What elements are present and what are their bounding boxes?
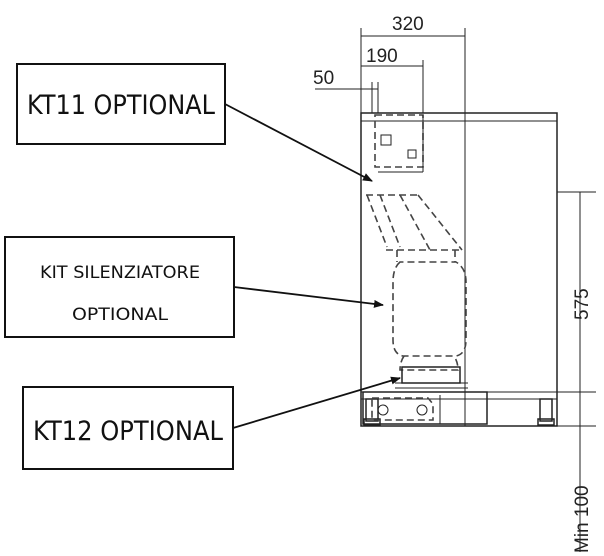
label-kt11: KT11 OPTIONAL	[16, 63, 226, 145]
silencer-kit-outline	[366, 194, 467, 371]
dimension-320	[360, 28, 466, 113]
leader-kt12	[232, 376, 401, 429]
dimension-min100	[557, 392, 596, 552]
dimension-50	[315, 82, 379, 113]
dimension-575-label: 575	[572, 288, 593, 320]
label-kit-line1: KIT SILENZIATORE	[40, 263, 200, 283]
cabinet-feet	[363, 398, 555, 426]
cabinet	[360, 112, 558, 427]
dimension-575	[557, 191, 596, 393]
label-kt11-text: KT11 OPTIONAL	[27, 90, 215, 121]
label-kit-line2: OPTIONAL	[72, 305, 169, 325]
dimension-50-label: 50	[313, 68, 334, 89]
leader-kt11	[224, 103, 373, 182]
dimension-320-label: 320	[392, 14, 424, 35]
label-kt12: KT12 OPTIONAL	[22, 386, 234, 470]
dimension-190	[361, 60, 424, 113]
leader-kit-silenziatore	[233, 286, 384, 308]
kt12-module-outline	[362, 366, 488, 425]
dimension-190-label: 190	[366, 46, 398, 67]
dimension-min100-label: Min 100	[572, 485, 593, 553]
label-kt12-text: KT12 OPTIONAL	[33, 416, 223, 447]
kt11-module-outline	[374, 114, 424, 173]
label-kit-silenziatore: KIT SILENZIATORE OPTIONAL	[4, 236, 235, 338]
